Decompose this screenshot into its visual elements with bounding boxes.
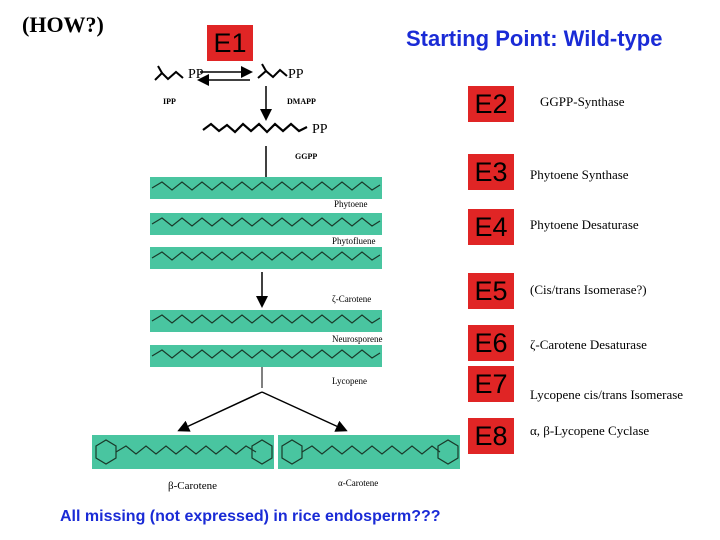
- ipp-branch-icon: [157, 65, 163, 74]
- enzyme-name-e2: GGPP-Synthase: [540, 94, 625, 109]
- phytofluene-chain-2: [151, 251, 381, 261]
- enzyme-name-e7: Lycopene cis/trans Isomerase: [530, 387, 684, 402]
- neurosporene-chain: [151, 349, 381, 359]
- enzyme-name-e5: (Cis/trans Isomerase?): [530, 282, 647, 297]
- molecule-label-phytoene: Phytoene: [334, 199, 368, 209]
- enzyme-box-e4: E4: [468, 209, 514, 245]
- dmapp-structure: [257, 68, 288, 79]
- enzyme-id: E8: [474, 421, 508, 451]
- beta-ring-right-icon: [251, 439, 273, 465]
- how-label: (HOW?): [22, 12, 104, 37]
- molecule-label-beta-carotene: β-Carotene: [168, 480, 217, 492]
- zeta-carotene-chain: [151, 314, 381, 324]
- enzyme-box-e6: E6: [468, 325, 514, 361]
- enzyme-name-e3: Phytoene Synthase: [530, 167, 629, 182]
- enzyme-id-e1: E1: [213, 28, 247, 58]
- molecule-strip-beta-carotene: [92, 435, 274, 469]
- beta-ring-left-icon: [95, 439, 117, 465]
- molecule-strip-phytofluene: [150, 213, 382, 235]
- footer-note: All missing (not expressed) in rice endo…: [60, 508, 441, 525]
- pp-right-label: PP: [288, 67, 304, 82]
- ggpp-label: GGPP: [295, 152, 318, 161]
- alpha-carotene-chain: [301, 445, 441, 455]
- molecule-label-lycopene: Lycopene: [332, 376, 367, 386]
- molecule-strip-phytofluene-2: [150, 247, 382, 269]
- alpha-ring-right-icon: [437, 439, 459, 465]
- molecule-label-neurosporene: Neurosporene: [332, 334, 383, 344]
- alpha-ring-left-icon: [281, 439, 303, 465]
- ipp-label: IPP: [163, 97, 176, 106]
- enzyme-box-e7: E7: [468, 366, 514, 402]
- enzyme-box-e3: E3: [468, 154, 514, 190]
- enzyme-id: E6: [474, 328, 508, 358]
- beta-carotene-chain: [115, 445, 257, 455]
- molecule-label-alpha-carotene: α-Carotene: [338, 478, 379, 488]
- starting-point-title: Starting Point: Wild-type: [406, 26, 663, 51]
- molecule-label-zeta-carotene: ζ-Carotene: [332, 294, 372, 304]
- enzyme-id: E7: [474, 369, 508, 399]
- molecule-strip-zeta-carotene: [150, 310, 382, 332]
- molecule-strip-alpha-carotene: [278, 435, 460, 469]
- phytoene-chain: [151, 181, 381, 191]
- enzyme-box-e2: E2: [468, 86, 514, 122]
- phytofluene-chain: [151, 217, 381, 227]
- enzyme-box-e1: E1: [207, 25, 253, 61]
- enzyme-box-e5: E5: [468, 273, 514, 309]
- molecule-label-phytofluene: Phytofluene: [332, 236, 376, 246]
- dmapp-label: DMAPP: [287, 97, 316, 106]
- enzyme-name-e6: ζ-Carotene Desaturase: [530, 337, 647, 352]
- enzyme-id: E5: [474, 276, 508, 306]
- enzyme-box-e8: E8: [468, 418, 514, 454]
- arrow-to-alpha-carotene: [261, 391, 348, 432]
- arrow-to-beta-carotene: [177, 391, 263, 432]
- dmapp-branch-icon: [261, 63, 267, 72]
- molecule-strip-neurosporene: [150, 345, 382, 367]
- ggpp-structure: [202, 122, 308, 134]
- enzyme-name-e8: α, β-Lycopene Cyclase: [530, 423, 650, 438]
- enzyme-id: E4: [474, 212, 508, 242]
- pp-chain-label: PP: [312, 122, 328, 137]
- molecule-strip-phytoene: [150, 177, 382, 199]
- enzyme-name-e4: Phytoene Desaturase: [530, 217, 639, 232]
- enzyme-id: E3: [474, 157, 508, 187]
- enzyme-id: E2: [474, 89, 508, 119]
- ipp-structure: [154, 70, 184, 81]
